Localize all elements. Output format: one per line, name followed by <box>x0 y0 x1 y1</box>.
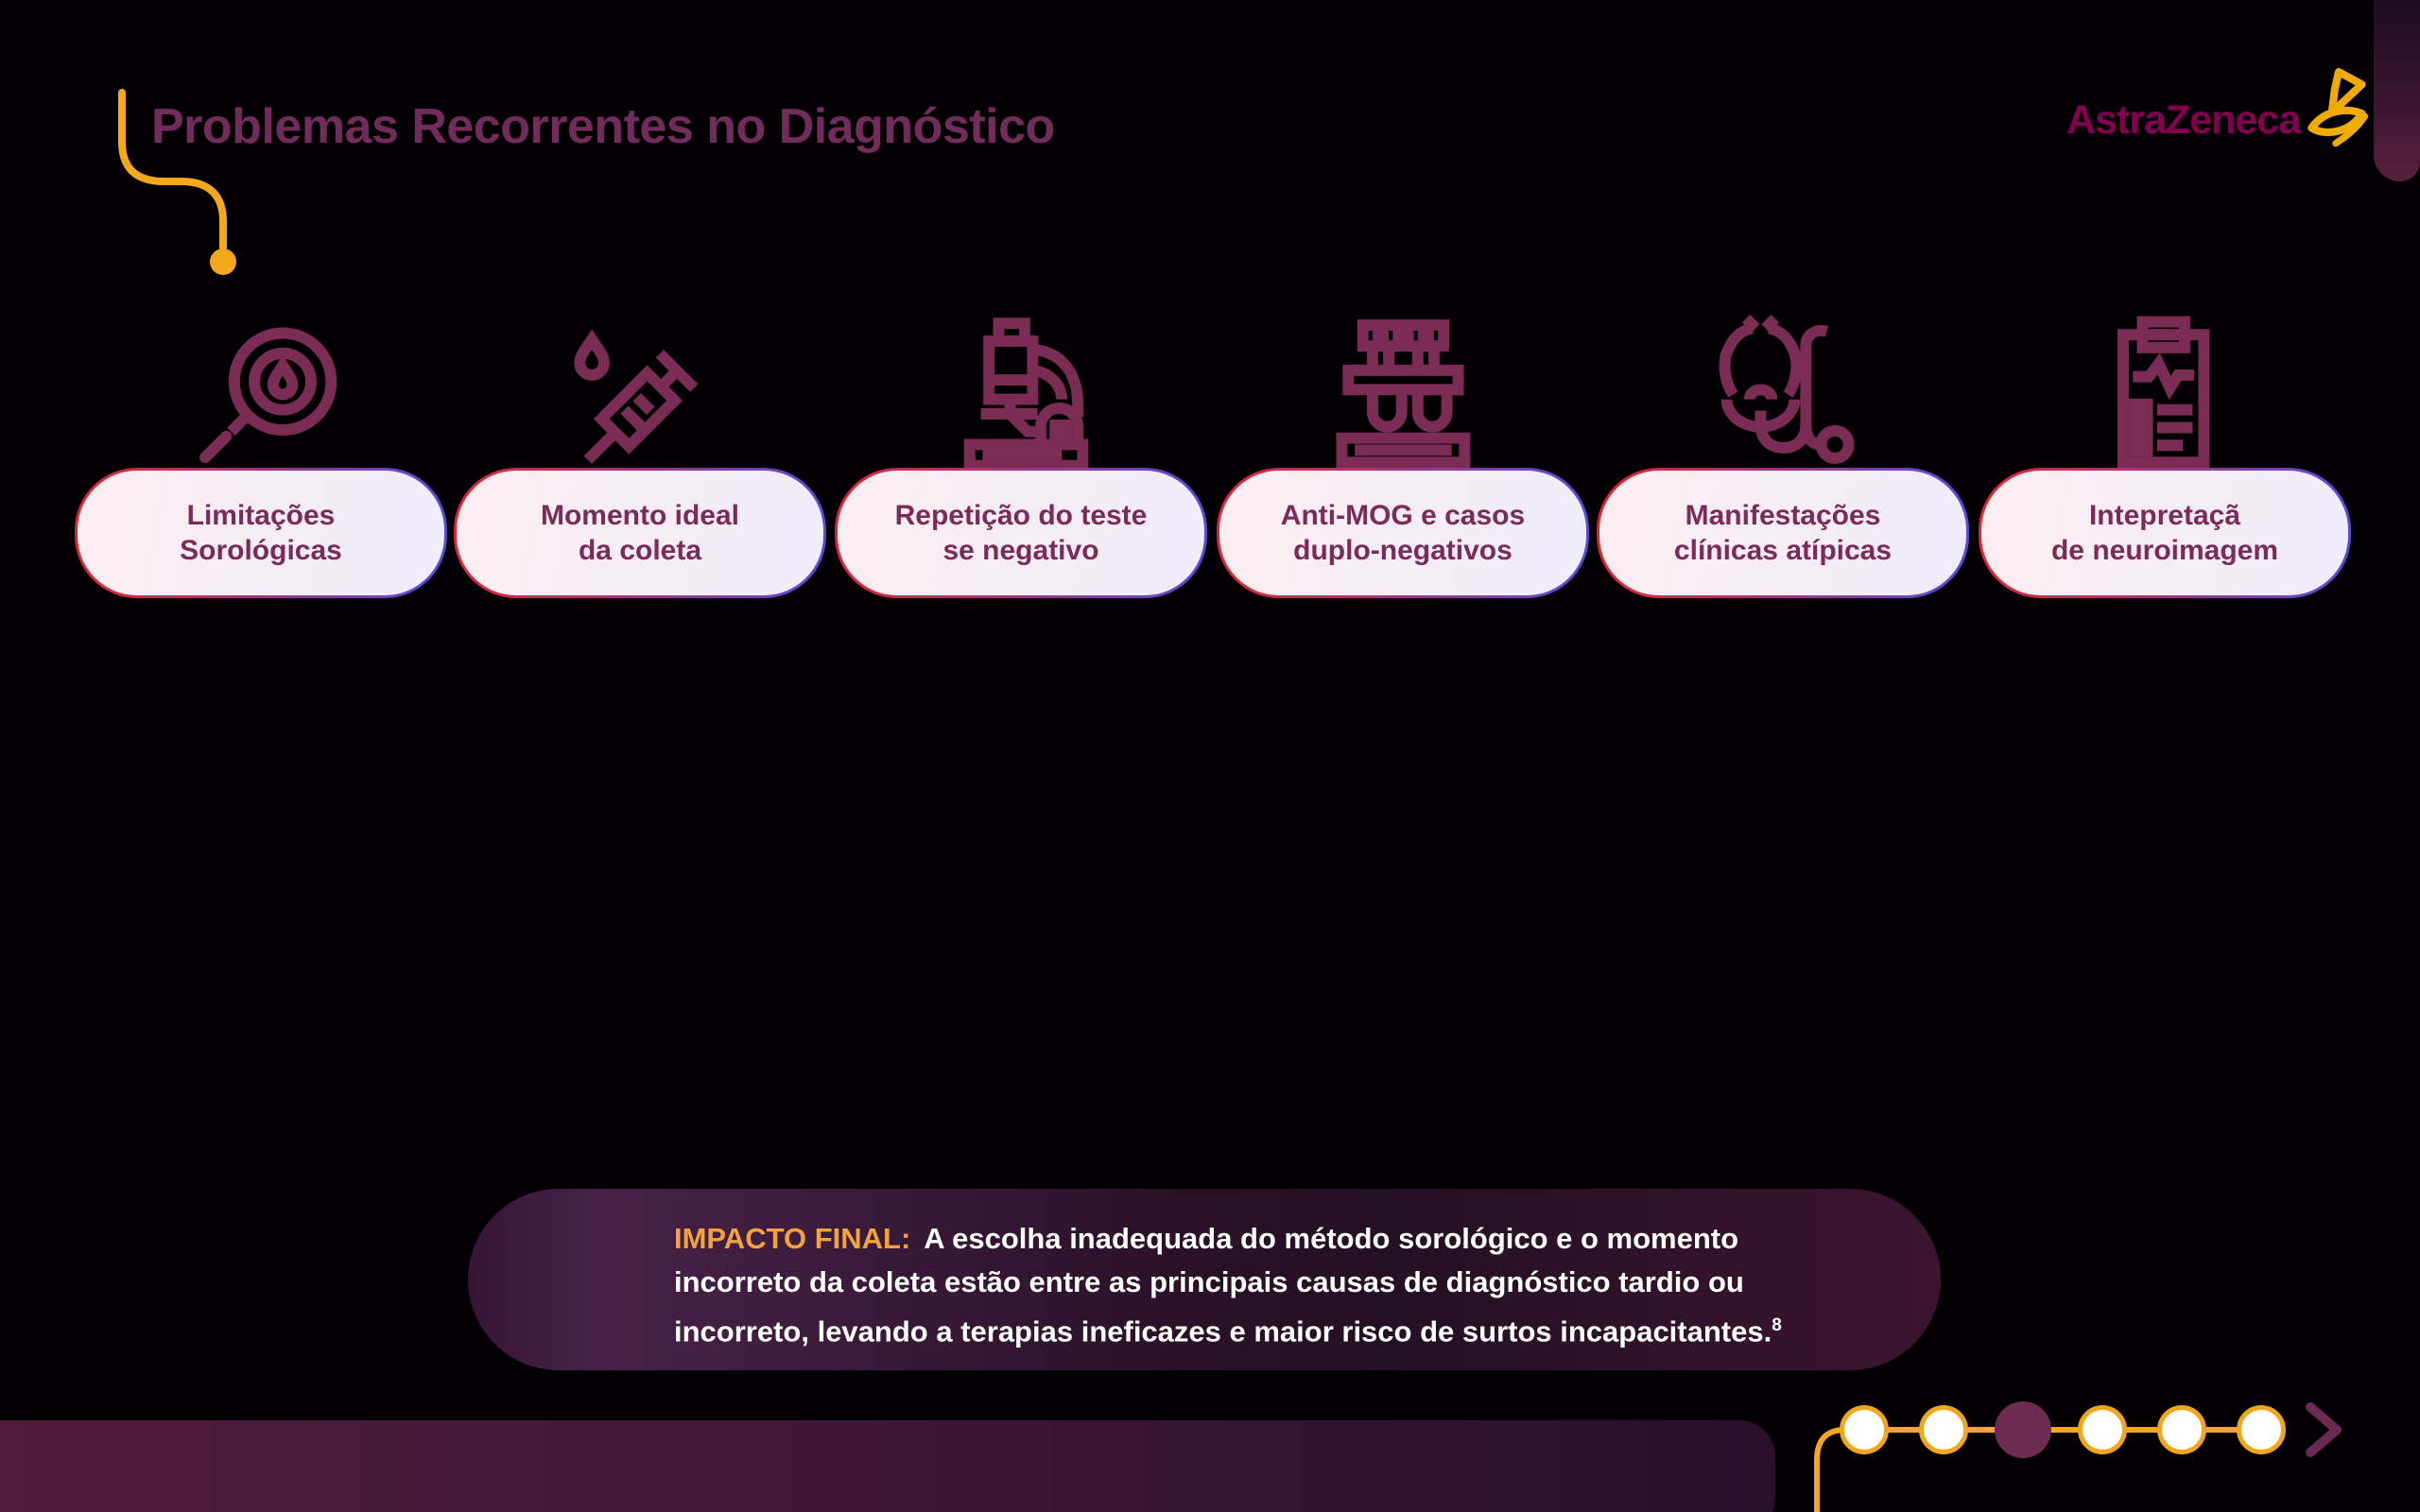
connector-dot <box>210 249 236 275</box>
pill-label: Intepretaçã <box>2088 500 2241 531</box>
stethoscope-icon <box>1719 314 1855 464</box>
pill-label: Limitações <box>186 500 336 531</box>
pagination-dot-2[interactable] <box>1919 1405 1968 1454</box>
page-title: Problemas Recorrentes no Diagnóstico <box>151 99 1055 154</box>
pill-interpretacao-neuroimagem[interactable]: Intepretaçã de neuroimagem <box>1979 468 2351 598</box>
pill-label: Manifestações <box>1685 500 1881 531</box>
pagination-dot-1[interactable] <box>1840 1405 1889 1454</box>
impact-line: incorreto da coleta estão entre as princ… <box>674 1265 1744 1298</box>
pill-momento-ideal-coleta[interactable]: Momento ideal da coleta <box>454 468 826 598</box>
pill-anti-mog[interactable]: Anti-MOG e casos duplo-negativos <box>1217 468 1589 598</box>
pill-repeticao-teste[interactable]: Repetição do teste se negativo <box>835 468 1207 598</box>
pagination-dot-6[interactable] <box>2237 1405 2286 1454</box>
syringe-droplet-icon <box>574 329 699 464</box>
microscope-icon <box>963 318 1089 472</box>
pill-label: clínicas atípicas <box>1673 535 1893 566</box>
pill-label: da coleta <box>578 535 702 566</box>
test-tubes-icon <box>1336 318 1471 469</box>
pagination-dot-4[interactable] <box>2078 1405 2127 1454</box>
impact-line: incorreto, levando a terapias ineficazes… <box>674 1314 1782 1349</box>
pill-label: Repetição do teste <box>894 500 1148 531</box>
corner-tab <box>2374 0 2420 181</box>
pill-label: duplo-negativos <box>1293 535 1512 566</box>
reference-superscript: 8 <box>1772 1315 1782 1335</box>
pill-label: de neuroimagem <box>2050 535 2279 566</box>
impact-label: IMPACTO FINAL: <box>674 1222 911 1255</box>
pill-label: Anti-MOG e casos <box>1280 500 1526 531</box>
pill-label: se negativo <box>942 535 1099 566</box>
pill-manifestacoes-clinicas[interactable]: Manifestações clínicas atípicas <box>1597 468 1969 598</box>
pill-label: Sorológicas <box>180 535 342 566</box>
bottom-bar <box>0 1420 1775 1512</box>
pill-label: Momento ideal <box>540 500 739 531</box>
astrazeneca-logo-text: AstraZeneca <box>2066 96 2301 143</box>
astrazeneca-swoosh-icon <box>2308 68 2369 147</box>
clipboard-pulse-icon <box>2118 316 2210 469</box>
astrazeneca-logo: AstraZeneca <box>2066 68 2376 157</box>
impact-line: IMPACTO FINAL:A escolha inadequada do mé… <box>674 1222 1739 1255</box>
magnifier-droplet-icon <box>199 327 337 464</box>
next-arrow-button[interactable] <box>2303 1401 2346 1458</box>
impact-final-box: IMPACTO FINAL:A escolha inadequada do mé… <box>468 1189 1941 1370</box>
pill-limitacoes-sorologicas[interactable]: Limitações Sorológicas <box>75 468 447 598</box>
pagination-dot-5[interactable] <box>2157 1405 2206 1454</box>
pagination-dot-3-active[interactable] <box>1995 1401 2051 1458</box>
